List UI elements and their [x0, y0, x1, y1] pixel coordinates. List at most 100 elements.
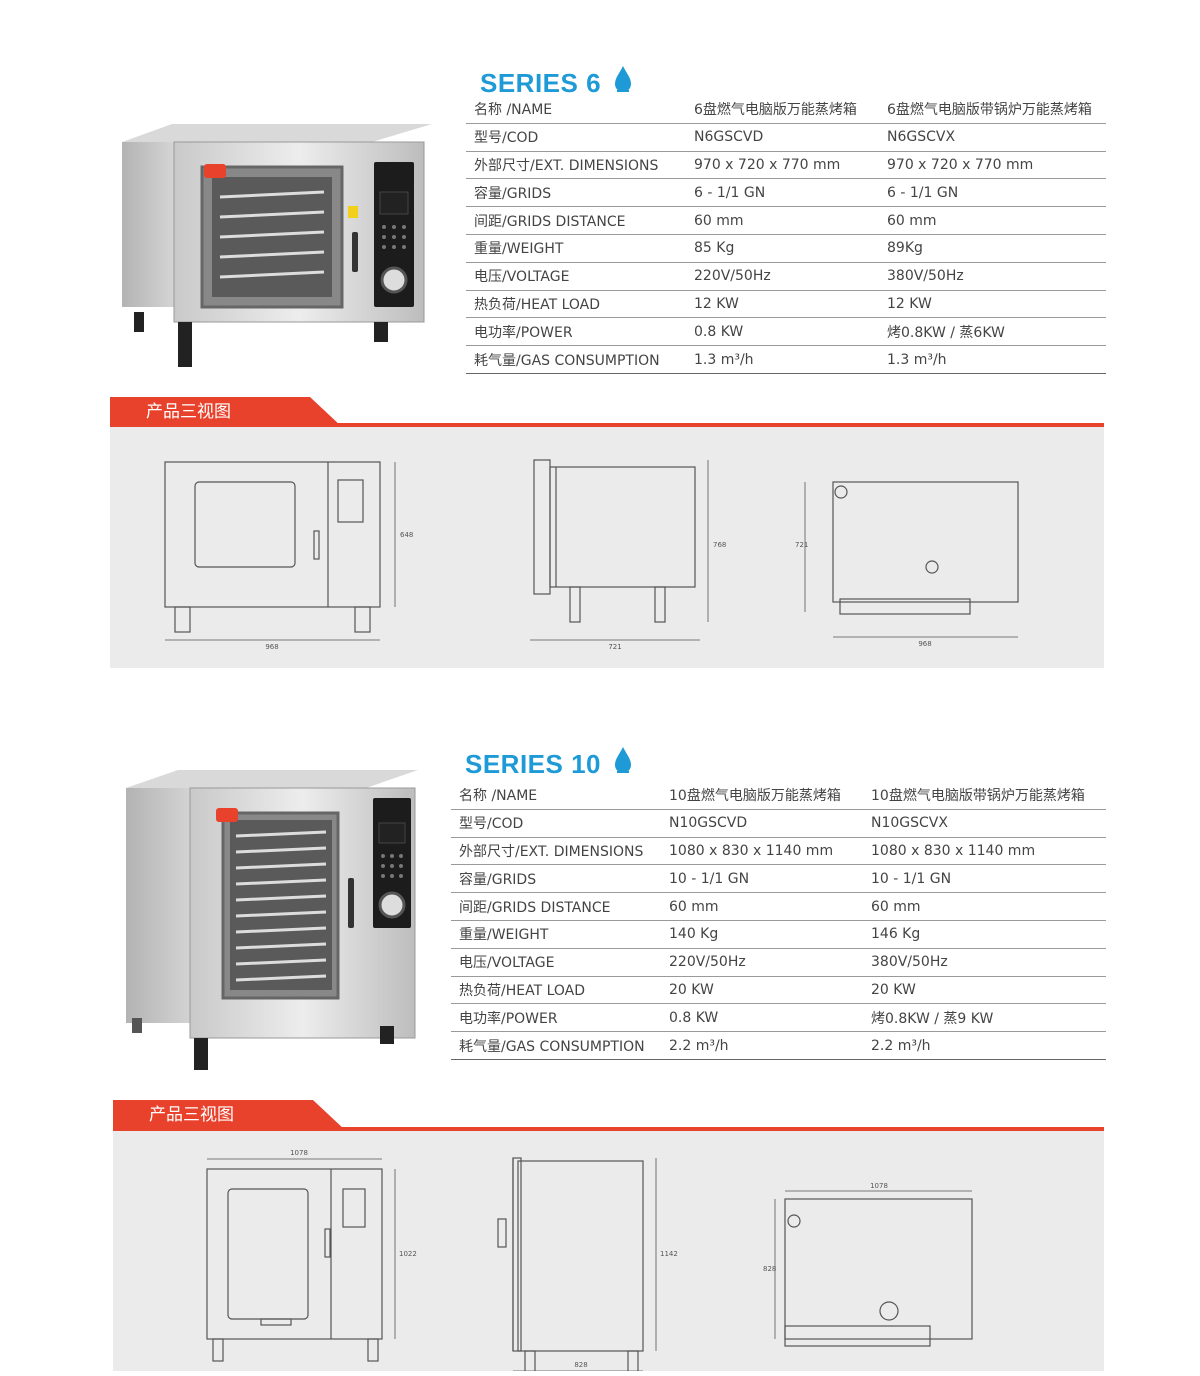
series6-section-tab: 产品三视图 [110, 397, 342, 427]
series6-product-photo [112, 122, 432, 372]
spec-label: 容量/GRIDS [466, 178, 686, 208]
series6-three-view-panel: 968 648 721 768 968 721 [110, 427, 1104, 668]
spec-value: 6盘燃气电脑版带锅炉万能蒸烤箱 [879, 96, 1106, 124]
spec-label: 型号/COD [466, 123, 686, 152]
series6-title: SERIES 6 [480, 64, 633, 99]
spec-label: 名称 /NAME [451, 782, 661, 810]
series6-front-height-label: 648 [400, 531, 413, 539]
spec-label: 热负荷/HEAT LOAD [451, 976, 661, 1005]
spec-value: 2.2 m³/h [661, 1031, 863, 1060]
series6-three-view-drawing: 968 648 721 768 968 721 [164, 459, 1019, 651]
spec-label: 外部尺寸/EXT. DIMENSIONS [451, 837, 661, 866]
spec-label: 容量/GRIDS [451, 864, 661, 894]
spec-value: 0.8 KW [686, 317, 879, 347]
spec-value: 970 x 720 x 770 mm [686, 151, 879, 180]
spec-value: 6 - 1/1 GN [686, 178, 879, 208]
series10-top-depth-label: 828 [763, 1265, 776, 1273]
section-label: 产品三视图 [146, 402, 231, 422]
spec-value: 20 KW [661, 976, 863, 1005]
spec-label: 电功率/POWER [466, 317, 686, 347]
spec-label: 电功率/POWER [451, 1003, 661, 1033]
series10-side-width-label: 828 [574, 1361, 587, 1369]
spec-label: 间距/GRIDS DISTANCE [451, 892, 661, 921]
spec-value: 1080 x 830 x 1140 mm [661, 837, 863, 866]
series10-top-width-label: 1078 [870, 1182, 888, 1190]
series10-front-height-label: 1022 [399, 1250, 417, 1258]
spec-value: 10 - 1/1 GN [661, 864, 863, 894]
spec-value: 1.3 m³/h [686, 345, 879, 374]
spec-value: 0.8 KW [661, 1003, 863, 1033]
spec-value: 10盘燃气电脑版万能蒸烤箱 [661, 782, 863, 810]
series10-section-tab: 产品三视图 [113, 1100, 345, 1130]
spec-value: 烤0.8KW / 蒸6KW [879, 317, 1106, 347]
section-label: 产品三视图 [149, 1105, 234, 1125]
spec-value: 60 mm [661, 892, 863, 921]
spec-value: 60 mm [863, 892, 1106, 921]
series10-three-view-drawing: 1078 1022 828 1142 1078 828 [206, 1149, 973, 1371]
spec-label: 型号/COD [451, 809, 661, 838]
series-title-text: SERIES 10 [465, 749, 602, 779]
spec-value: 20 KW [863, 976, 1106, 1005]
water-drop-icon [613, 64, 633, 94]
spec-value: 12 KW [879, 290, 1106, 319]
spec-label: 重量/WEIGHT [466, 234, 686, 263]
spec-value: 6盘燃气电脑版万能蒸烤箱 [686, 96, 879, 124]
spec-label: 耗气量/GAS CONSUMPTION [466, 345, 686, 374]
spec-value: 220V/50Hz [661, 948, 863, 977]
spec-value: 12 KW [686, 290, 879, 319]
series6-side-width-label: 721 [608, 643, 621, 651]
spec-value: N6GSCVD [686, 123, 879, 152]
spec-label: 重量/WEIGHT [451, 920, 661, 949]
series10-side-height-label: 1142 [660, 1250, 678, 1258]
series10-front-width-label: 1078 [290, 1149, 308, 1157]
spec-value: 60 mm [879, 206, 1106, 235]
spec-value: N10GSCVD [661, 809, 863, 838]
series6-front-width-label: 968 [265, 643, 278, 651]
spec-value: 烤0.8KW / 蒸9 KW [863, 1003, 1106, 1033]
spec-value: 146 Kg [863, 920, 1106, 949]
spec-label: 热负荷/HEAT LOAD [466, 290, 686, 319]
water-drop-icon [613, 745, 633, 775]
spec-value: 1080 x 830 x 1140 mm [863, 837, 1106, 866]
spec-value: N10GSCVX [863, 809, 1106, 838]
series10-section-band [113, 1127, 1104, 1131]
series6-side-height-label: 768 [713, 541, 726, 549]
spec-value: N6GSCVX [879, 123, 1106, 152]
series10-title: SERIES 10 [465, 745, 633, 780]
spec-value: 380V/50Hz [879, 262, 1106, 291]
spec-label: 名称 /NAME [466, 96, 686, 124]
spec-label: 电压/VOLTAGE [466, 262, 686, 291]
spec-value: 380V/50Hz [863, 948, 1106, 977]
series6-top-depth-label: 721 [795, 541, 808, 549]
spec-value: 10 - 1/1 GN [863, 864, 1106, 894]
spec-value: 89Kg [879, 234, 1106, 263]
spec-value: 1.3 m³/h [879, 345, 1106, 374]
series10-three-view-panel: 1078 1022 828 1142 1078 828 [113, 1131, 1104, 1371]
spec-value: 85 Kg [686, 234, 879, 263]
spec-value: 6 - 1/1 GN [879, 178, 1106, 208]
spec-value: 970 x 720 x 770 mm [879, 151, 1106, 180]
spec-label: 间距/GRIDS DISTANCE [466, 206, 686, 235]
spec-value: 2.2 m³/h [863, 1031, 1106, 1060]
